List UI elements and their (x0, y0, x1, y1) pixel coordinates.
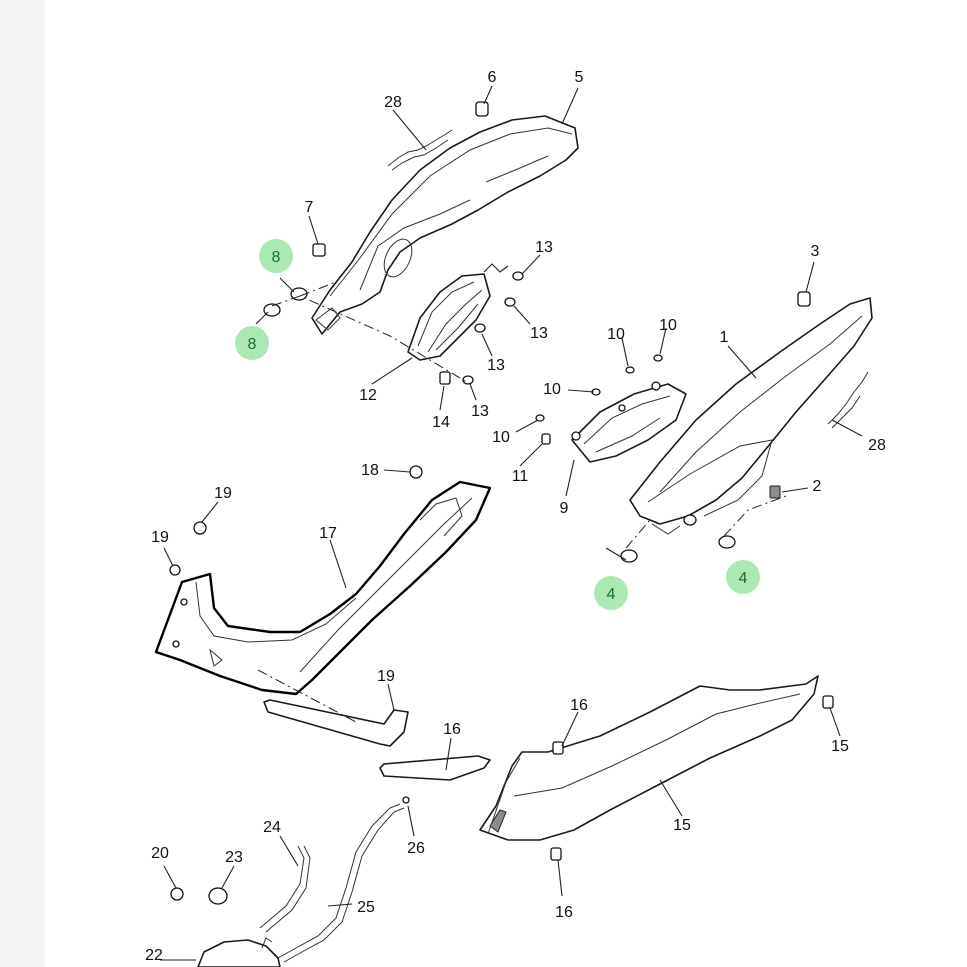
part-18-inner-panel[interactable] (154, 480, 492, 696)
leader-lines (160, 85, 863, 961)
part-26-hose (277, 803, 405, 963)
part-13-washers (462, 271, 524, 385)
part-10-screws (535, 354, 663, 422)
callout-10: 10 (659, 317, 677, 334)
callout-28: 28 (384, 94, 402, 111)
part-24-cap (208, 887, 228, 905)
fastener-lead-13 (483, 263, 509, 273)
part-7-screw (475, 101, 489, 117)
callout-27: 26 (407, 840, 425, 857)
part-2-clip (769, 485, 781, 499)
callout-19: 19 (214, 485, 232, 502)
part-27-clamp (402, 796, 410, 804)
highlight-markers (235, 239, 760, 610)
callout-1: 1 (720, 329, 729, 346)
callout-16: 15 (831, 738, 849, 755)
part-4-grommets (620, 535, 736, 563)
callout-6: 7 (305, 199, 314, 216)
callout-10: 10 (492, 429, 510, 446)
part-1-side-cover[interactable] (629, 297, 873, 535)
callout-19: 18 (361, 462, 379, 479)
part-17-strip[interactable] (379, 755, 491, 781)
part-9-bracket[interactable] (571, 381, 687, 463)
callout-5: 5 (575, 69, 584, 86)
part-8-grommets (263, 287, 308, 317)
callout-20: 19 (377, 668, 395, 685)
callout-19: 19 (151, 529, 169, 546)
callout-labels: 28 6 5 7 8 8 13 13 13 13 14 12 3 1 28 2 … (145, 69, 886, 964)
callout-12: 12 (359, 387, 377, 404)
part-22-bolt (170, 887, 184, 901)
callout-2: 2 (813, 478, 822, 495)
callout-13: 13 (471, 403, 489, 420)
callout-13: 13 (487, 357, 505, 374)
callout-11: 11 (512, 468, 529, 485)
callout-23: 22 (145, 947, 163, 964)
callout-22: 20 (151, 845, 169, 862)
callout-17: 16 (443, 721, 461, 738)
part-28-emblem-upper (387, 129, 453, 171)
assembly-line-right (625, 495, 787, 549)
callout-8: 8 (248, 336, 257, 353)
callout-15: 15 (673, 817, 691, 834)
part-11-screw (541, 433, 551, 445)
callout-10: 10 (543, 381, 561, 398)
callout-18: 17 (319, 525, 337, 542)
callout-13: 13 (530, 325, 548, 342)
callout-4: 4 (739, 570, 748, 587)
callout-26: 25 (357, 899, 375, 916)
callout-7: 6 (488, 69, 497, 86)
part-20-strip[interactable] (257, 669, 409, 747)
part-19-screws (169, 465, 423, 576)
callout-13: 13 (535, 239, 553, 256)
callout-8: 8 (272, 249, 281, 266)
part-16-screws (550, 695, 834, 861)
part-15-lower-cover[interactable] (479, 675, 819, 841)
part-23-tank (197, 937, 281, 967)
callout-4: 4 (607, 586, 616, 603)
callout-25: 24 (263, 819, 281, 836)
part-28-emblem-right (827, 371, 869, 429)
callout-14: 14 (432, 414, 450, 431)
callout-3: 3 (811, 243, 820, 260)
part-14-bolt (439, 371, 451, 385)
assembly-line-upper (271, 295, 471, 385)
callout-16: 16 (570, 697, 588, 714)
callout-16: 16 (555, 904, 573, 921)
callout-9: 9 (560, 500, 569, 517)
callout-24: 23 (225, 849, 243, 866)
part-3-screw (797, 291, 811, 307)
callout-10: 10 (607, 326, 625, 343)
callout-28: 28 (868, 437, 886, 454)
part-5-upper-side-cover[interactable] (311, 101, 579, 335)
part-12-inner-bracket[interactable] (407, 273, 491, 361)
part-25-hose (259, 845, 311, 933)
part-6-clip (312, 243, 326, 257)
